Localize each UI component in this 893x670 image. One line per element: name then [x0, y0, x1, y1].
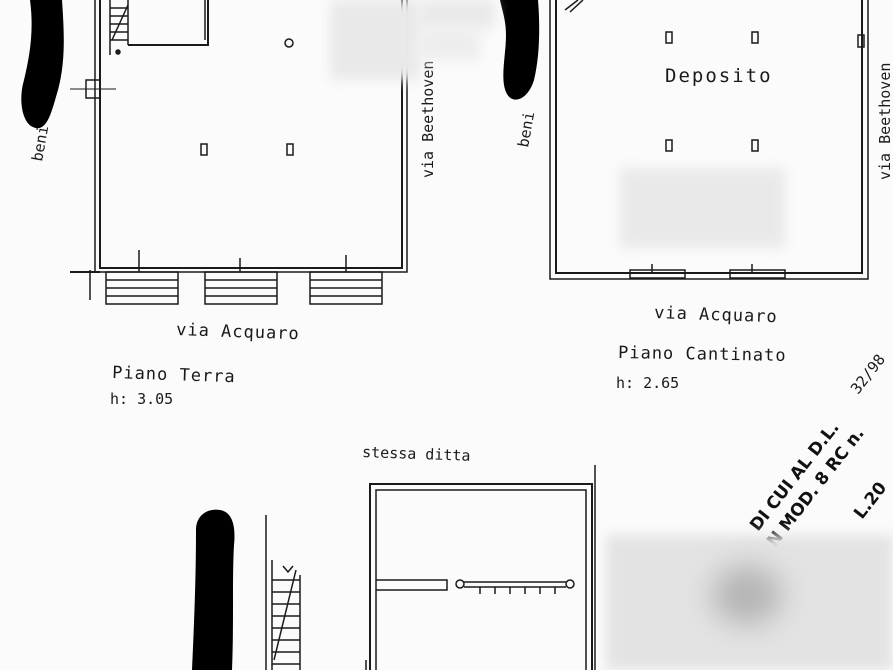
basement-street-right: via Beethoven: [876, 63, 893, 180]
redaction-blob: [21, 0, 64, 129]
ground-floor-title: Piano Terra: [112, 363, 236, 387]
ground-floor-small-room: [128, 0, 209, 46]
blurred-patch: [420, 28, 480, 60]
lower-plan: [265, 465, 596, 670]
pillar: [200, 143, 208, 156]
ground-floor-street-left: beni: [28, 124, 52, 163]
stamp-number: 32/98: [847, 351, 889, 398]
lower-plan-labels: stessa ditta: [362, 443, 471, 465]
pillar: [751, 139, 759, 152]
lower-plan-partition: [376, 579, 448, 591]
ground-floor-height: h: 3.05: [110, 390, 173, 408]
pillar: [286, 143, 294, 156]
basement-opening: [629, 269, 686, 279]
blurred-patch: [330, 0, 420, 80]
basement-opening: [729, 269, 786, 279]
basement-street-bottom: via Acquaro: [654, 303, 778, 327]
ground-floor-street-bottom: via Acquaro: [176, 320, 300, 344]
basement-height: h: 2.65: [616, 374, 679, 392]
pillar: [665, 31, 673, 44]
stamp-extra: L.20: [850, 478, 891, 523]
blurred-patch: [620, 168, 785, 248]
ground-floor-walls: [99, 0, 403, 269]
lower-plan-rail: [455, 579, 575, 594]
basement-room-label: Deposito: [665, 65, 773, 87]
redaction-marks: [21, 0, 540, 670]
lower-plan-walls: [369, 483, 593, 670]
basement-street-left: beni: [514, 110, 538, 149]
basement-labels: Deposito via Acquaro via Beethoven beni …: [514, 63, 893, 392]
ground-floor-street-right: via Beethoven: [419, 61, 437, 178]
official-stamp: DI CUI AL D.L. N MOD. 8 RC n. 32/98 L.20: [746, 351, 891, 551]
blurred-patch: [420, 0, 495, 28]
ground-floor-plan: [70, 0, 408, 305]
basement-vent: [857, 34, 865, 48]
lower-plan-owner-note: stessa ditta: [362, 443, 471, 465]
redaction-blob: [500, 0, 540, 100]
lower-plan-stair: [265, 515, 301, 670]
basement-title: Piano Cantinato: [618, 343, 787, 366]
blurred-patch-dark: [712, 565, 782, 625]
basement-plan: [549, 0, 869, 280]
pillar: [665, 139, 673, 152]
pillar-round: [284, 38, 294, 48]
basement-walls-outer: [549, 0, 869, 280]
pillar: [751, 31, 759, 44]
ground-floor-stair: [109, 0, 129, 55]
ground-floor-front-steps: [89, 250, 383, 305]
redaction-blob: [192, 509, 235, 670]
ground-floor-labels: via Acquaro via Beethoven beni Piano Ter…: [28, 61, 437, 408]
